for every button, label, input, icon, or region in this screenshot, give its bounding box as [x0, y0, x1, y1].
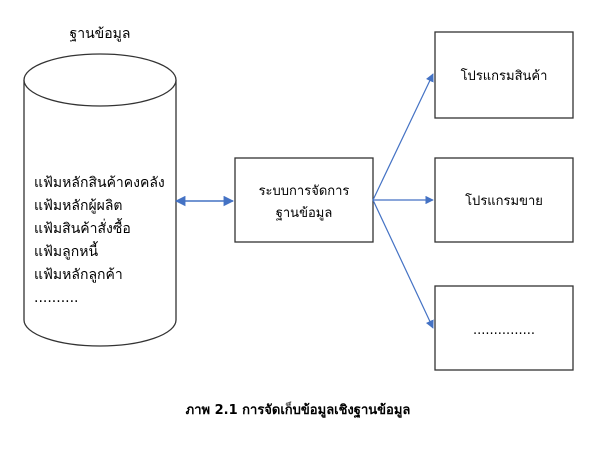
- dbms-label-line1: ระบบการจัดการ: [259, 184, 350, 199]
- database-file-item: ..........: [34, 290, 79, 306]
- program-box-sales: โปรแกรมขาย: [434, 157, 574, 243]
- program-label: โปรแกรมสินค้า: [461, 68, 548, 84]
- dbms-label-line2: ฐานข้อมูล: [276, 206, 333, 221]
- database-file-item: แฟ้มลูกหนี้: [34, 241, 99, 260]
- database-file-item: แฟ้มสินค้าสั่งซื้อ: [34, 218, 131, 237]
- program-label: โปรแกรมขาย: [465, 193, 543, 209]
- database-title: ฐานข้อมูล: [70, 26, 131, 42]
- database-file-item: แฟ้มหลักลูกค้า: [34, 267, 123, 283]
- database-file-item: แฟ้มหลักผู้ผลิต: [34, 198, 123, 214]
- program-label: ...............: [473, 323, 535, 338]
- database-file-list: แฟ้มหลักสินค้าคงคลัง แฟ้มหลักผู้ผลิต แฟ้…: [34, 175, 165, 306]
- program-box-other: ...............: [434, 285, 574, 371]
- figure-caption: ภาพ 2.1 การจัดเก็บข้อมูลเชิงฐานข้อมูล: [186, 400, 411, 419]
- database-cylinder: [23, 53, 177, 347]
- arrow-to-product-program: [372, 73, 434, 201]
- program-box-product: โปรแกรมสินค้า: [434, 31, 574, 119]
- dbms-box: ระบบการจัดการ ฐานข้อมูล: [234, 157, 374, 243]
- arrow-to-other-program: [372, 199, 434, 329]
- database-file-item: แฟ้มหลักสินค้าคงคลัง: [34, 175, 165, 191]
